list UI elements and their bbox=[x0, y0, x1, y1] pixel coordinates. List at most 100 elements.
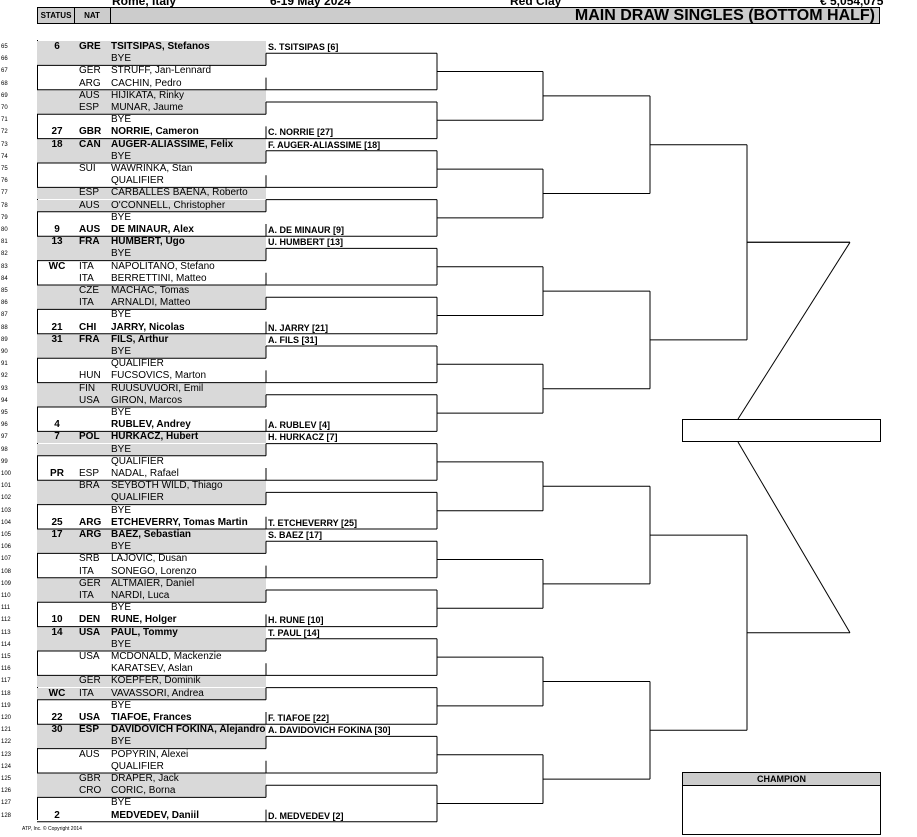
player-name: BYE bbox=[111, 248, 132, 260]
player-nationality: ITA bbox=[79, 297, 94, 309]
player-nationality: ITA bbox=[79, 687, 94, 699]
player-name: STRUFF, Jan-Lennard bbox=[111, 65, 212, 77]
tournament-surface: Red Clay bbox=[510, 0, 562, 8]
champion-box: CHAMPION bbox=[682, 772, 881, 835]
player-status: 4 bbox=[54, 419, 60, 431]
player-status: 18 bbox=[51, 138, 63, 150]
player-nationality: CRO bbox=[79, 785, 102, 797]
draw-position: 84 bbox=[1, 275, 8, 282]
champion-label: CHAMPION bbox=[683, 773, 880, 786]
player-name: DAVIDOVICH FOKINA, Alejandro bbox=[111, 724, 266, 736]
draw-position: 108 bbox=[1, 568, 12, 575]
draw-position: 80 bbox=[1, 227, 8, 233]
player-name: BYE bbox=[111, 736, 132, 748]
player-nationality: CHI bbox=[79, 321, 97, 333]
player-name: RUNE, Holger bbox=[111, 614, 177, 626]
draw-position: 101 bbox=[1, 483, 12, 490]
player-name: QUALIFIER bbox=[111, 455, 164, 467]
round-two-winner: A. DAVIDOVICH FOKINA [30] bbox=[268, 725, 391, 736]
draw-position: 86 bbox=[1, 300, 8, 307]
player-nationality: ITA bbox=[79, 590, 94, 601]
player-nationality: CAN bbox=[79, 138, 101, 150]
player-name: NADAL, Rafael bbox=[111, 468, 179, 479]
player-name: KARATSEV, Aslan bbox=[111, 663, 193, 675]
player-name: BYE bbox=[111, 443, 132, 455]
player-name: BYE bbox=[111, 602, 132, 614]
player-nationality: ARG bbox=[79, 529, 102, 540]
draw-position: 85 bbox=[1, 288, 8, 294]
player-nationality: SRB bbox=[79, 553, 100, 565]
draw-position: 88 bbox=[1, 324, 8, 331]
player-name: MACHAC, Tomas bbox=[111, 285, 190, 296]
player-nationality: AUS bbox=[79, 748, 100, 760]
player-status: 2 bbox=[54, 809, 60, 821]
player-nationality: ITA bbox=[79, 260, 94, 272]
player-name: NAPOLITANO, Stefano bbox=[111, 260, 215, 272]
draw-position: 98 bbox=[1, 446, 8, 453]
draw-position: 113 bbox=[1, 629, 11, 636]
player-name: MEDVEDEV, Daniil bbox=[111, 809, 199, 821]
player-name: MCDONALD, Mackenzie bbox=[111, 651, 222, 662]
player-name: TSITSIPAS, Stefanos bbox=[111, 41, 210, 52]
round-two-winner: F. AUGER-ALIASSIME [18] bbox=[268, 139, 381, 150]
round-two-winner: H. HURKACZ [7] bbox=[268, 432, 338, 443]
draw-position: 87 bbox=[1, 312, 8, 319]
draw-position: 111 bbox=[1, 605, 11, 612]
draw-position: 78 bbox=[1, 202, 8, 209]
player-name: QUALIFIER bbox=[111, 358, 164, 370]
draw-position: 81 bbox=[1, 239, 8, 246]
draw-position: 99 bbox=[1, 458, 8, 465]
player-nationality: SUI bbox=[79, 163, 96, 174]
player-name: VAVASSORI, Andrea bbox=[111, 687, 204, 699]
player-status: 27 bbox=[51, 126, 63, 138]
bracket-line bbox=[737, 242, 851, 420]
player-nationality: ESP bbox=[79, 724, 100, 736]
player-name: HIJIKATA, Rinky bbox=[111, 89, 184, 101]
draw-position: 76 bbox=[1, 178, 8, 185]
player-name: BYE bbox=[111, 150, 132, 162]
draw-position: 117 bbox=[1, 678, 11, 685]
tournament-prize: € 5,054,075 bbox=[820, 0, 884, 8]
round-two-winner: A. FILS [31] bbox=[268, 334, 318, 345]
player-nationality: POL bbox=[79, 431, 100, 443]
player-nationality: USA bbox=[79, 626, 101, 638]
player-name: BYE bbox=[111, 504, 132, 516]
player-name: HURKACZ, Hubert bbox=[111, 431, 199, 443]
draw-position: 109 bbox=[1, 580, 12, 587]
player-nationality: GER bbox=[79, 65, 101, 77]
player-nationality: USA bbox=[79, 394, 100, 406]
draw-position: 75 bbox=[1, 166, 8, 172]
player-nationality: GER bbox=[79, 577, 101, 589]
draw-position: 92 bbox=[1, 373, 8, 380]
player-nationality: AUS bbox=[79, 224, 101, 235]
round-two-winner: S. TSITSIPAS [6] bbox=[268, 42, 339, 52]
player-nationality: ARG bbox=[79, 77, 101, 89]
copyright-note: ATP, Inc. © Copyright 2014 bbox=[22, 826, 82, 832]
player-name: BYE bbox=[111, 797, 132, 809]
draw-position: 74 bbox=[1, 153, 8, 160]
draw-position: 125 bbox=[1, 776, 12, 782]
player-name: BYE bbox=[111, 638, 132, 650]
draw-position: 122 bbox=[1, 739, 12, 746]
player-name: AUGER-ALIASSIME, Felix bbox=[111, 138, 234, 150]
player-row: 98 BYE bbox=[1, 443, 266, 456]
draw-position: 119 bbox=[1, 702, 11, 709]
draw-position: 124 bbox=[1, 763, 12, 770]
